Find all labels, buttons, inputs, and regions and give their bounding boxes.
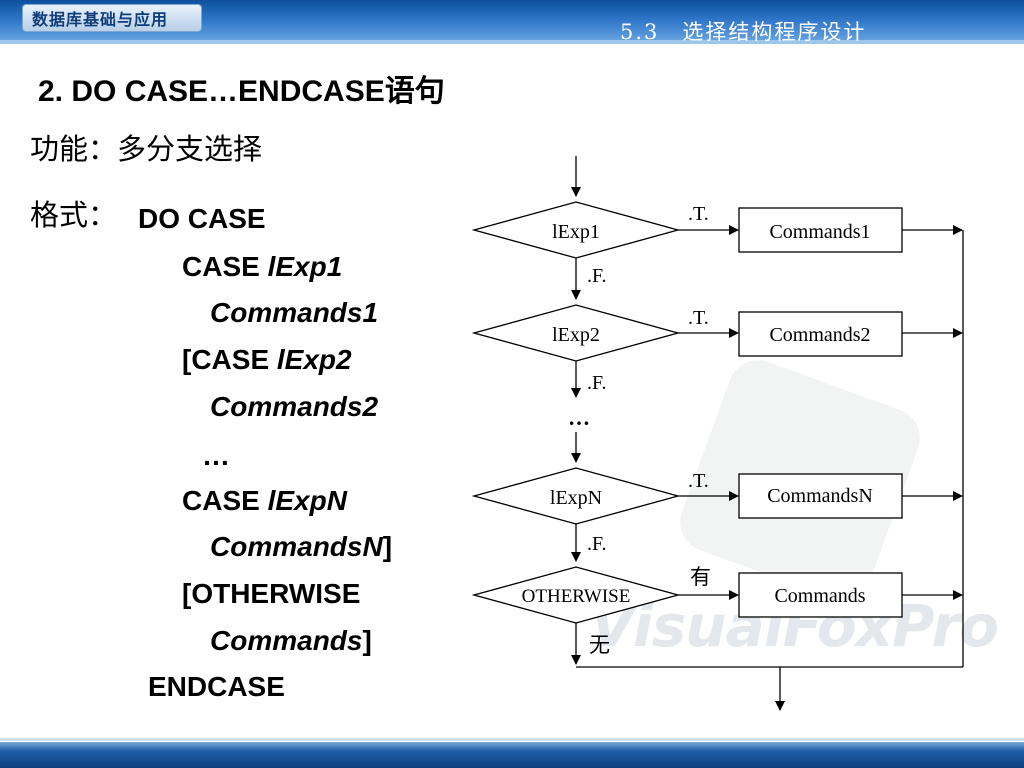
false-label-n: .F. [587, 533, 607, 555]
course-tag [22, 4, 202, 32]
command-box-n [738, 473, 903, 519]
box-label-2: Commands2 [769, 324, 870, 346]
box-label-otherwise: Commands [774, 585, 865, 607]
function-line: 功能：多分支选择 [30, 132, 263, 166]
false-label-1: .F. [587, 265, 607, 287]
command-box-1 [738, 207, 903, 253]
code-line-commands-1: Commands1 [210, 297, 379, 328]
section-title: 5.3 选择结构程序设计 [620, 20, 867, 44]
code-line-ellipsis: … [202, 440, 230, 471]
diamond-label-2: lExp2 [552, 324, 600, 346]
code-line-endcase: ENDCASE [148, 671, 285, 702]
command-box-2 [738, 311, 903, 357]
slide-heading: 2. DO CASE…ENDCASE语句 [38, 75, 445, 108]
footer-line [0, 738, 1024, 741]
box-label-1: Commands1 [769, 221, 870, 243]
code-line-commands: Commands] [210, 625, 372, 656]
code-line-otherwise: [OTHERWISE [182, 578, 361, 609]
footer-bar [0, 742, 1024, 768]
code-line-case-2: [CASE lExp2 [182, 344, 352, 375]
course-title: 数据库基础与应用 [32, 10, 169, 29]
true-label-1: .T. [688, 203, 709, 225]
code-line-do-case: DO CASE [138, 203, 266, 234]
code-line-commands-n: CommandsN] [210, 531, 393, 562]
has-label: 有 [690, 565, 711, 589]
true-label-n: .T. [688, 470, 709, 492]
false-label-2: .F. [587, 372, 607, 394]
flow-ellipsis: … [568, 405, 590, 430]
command-box-otherwise [738, 572, 903, 618]
diamond-label-n: lExpN [550, 487, 602, 509]
diamond-label-otherwise: OTHERWISE [522, 586, 631, 607]
code-line-case-1: CASE lExp1 [182, 251, 343, 282]
format-label: 格式： [30, 198, 118, 232]
true-label-2: .T. [688, 307, 709, 329]
box-label-n: CommandsN [767, 485, 873, 507]
code-line-case-n: CASE lExpN [182, 485, 347, 516]
none-label: 无 [589, 633, 610, 657]
code-line-commands-2: Commands2 [210, 391, 379, 422]
diamond-label-1: lExp1 [552, 221, 600, 243]
header-stripe [0, 40, 1024, 44]
